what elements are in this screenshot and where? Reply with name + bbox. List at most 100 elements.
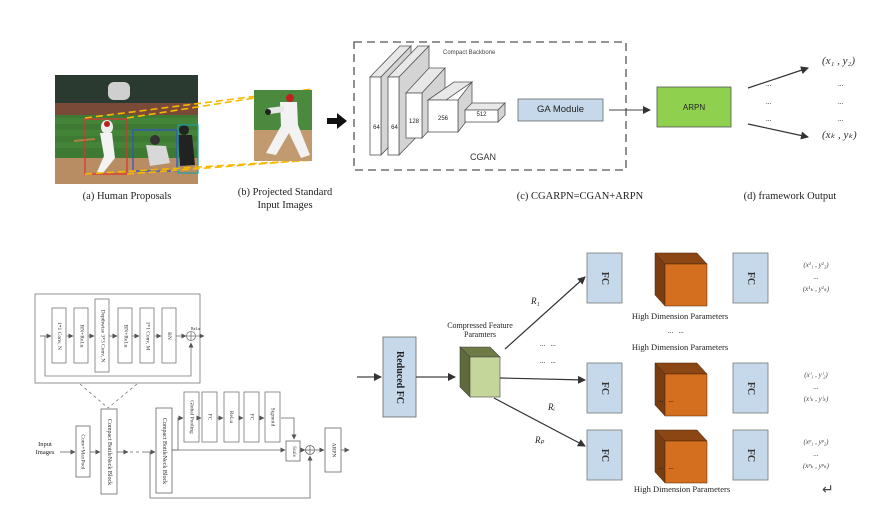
fc-box-in [586,362,623,414]
branch-output-mid: ... [813,450,819,458]
branch-arrow-1 [504,276,586,350]
compact-block-2-label-wrap: Compact BottleNeck Block [156,408,172,493]
conv-maxpool-label-wrap: Conv+MaxPool [76,426,90,477]
output-last: (xₖ , yₖ) [822,129,857,141]
se-block [243,391,260,443]
se-block-label: FC [248,413,255,421]
arpn-box [656,86,732,128]
bottleneck-block [51,307,67,364]
branch-output: (xⁱ₁ , yⁱ₂)...(xⁱₖ , yⁱₖ) [788,369,844,405]
backbone-blocks [369,45,506,156]
fc-label-out-wrap: FC [733,253,768,303]
fc-label-in-wrap: FC [587,253,622,303]
ga-module-box [517,98,604,122]
se-block-label-wrap: FC [244,392,259,442]
branch-arrow-i [499,375,586,384]
ellipsis-pair-2: ... ... [540,357,556,365]
branch-output-first: (xᵖ₁ , yᵖ₂) [803,438,829,446]
scale-label-wrap: Scale [286,441,300,461]
compressed-feature-label: Compressed Feature Paramters [430,321,530,339]
scale-label: Scale [290,445,296,457]
branch-output-mid: ... [813,273,819,281]
compressed-feature-cube [459,346,501,398]
se-block-label: Sigmoid [269,407,276,427]
bottleneck-block [73,307,89,364]
human-proposals-image [55,75,199,184]
fc-label-in: FC [599,381,610,395]
fc-box-out [732,429,769,481]
arpn-small-label: ARPN [329,442,336,458]
fc-label-out: FC [745,271,756,285]
fc-box-in [586,429,623,481]
branch-row [586,362,769,417]
compact-backbone-label: Compact Backbone [443,50,496,56]
branch-output: (xᵖ₁ , yᵖ₂)... (xᵖₖ , yᵖₖ) [788,436,844,472]
caption-a: (a) Human Proposals [82,191,172,202]
layer-label-4: 256 [437,116,448,122]
bottleneck-block [139,307,155,364]
high-dim-label-1: High Dimension Parameters [631,311,729,321]
pipeline [60,407,350,499]
ellipsis-pair-1: ... ... [540,340,556,348]
caption-b: (b) Projected Standard Input Images [230,186,340,212]
branch-label-1: R₁ [531,296,540,306]
fc-label-in-wrap: FC [587,430,622,480]
branch-label-p: Rₚ [535,435,545,445]
conv-maxpool-label: Conv+MaxPool [80,433,87,470]
branch-row [586,252,769,307]
bottleneck-block-label-wrap: BN+ReLu [74,308,88,363]
high-dim-cube [664,263,708,307]
fc-box-in [586,252,623,304]
fc-label-out: FC [745,381,756,395]
compact-block-1-label-wrap: Compact BottleNeck Block [101,409,117,494]
branch-label-i: Rᵢ [548,402,555,412]
high-dim-cube [664,373,708,417]
cube-ellipsis: ... ... [658,396,674,404]
dashed-connector-left [79,383,109,409]
fc-label-in-wrap: FC [587,363,622,413]
bottleneck-block [161,307,177,364]
bottleneck-block-label: BN+ReLu [78,324,84,347]
branch-output-first: (x¹₁ , y¹₂) [803,261,829,269]
bottleneck-block-label-wrap: 1*1 Conv, N [52,308,66,363]
reduced-fc-text-wrap: Reduced FC [383,337,416,417]
output-arrow-top [747,66,809,89]
fc-label-in: FC [599,448,610,462]
bottleneck-block-label: 1*1 Conv, M [144,321,151,350]
relu-label: ReLu [191,326,200,331]
se-block-label: Global Pooling [188,400,195,434]
se-blocks [183,391,281,443]
high-dim-label-2: High Dimension Parameters [631,342,729,352]
branch-row [586,429,769,484]
high-dim-cube [664,440,708,484]
fc-label-in: FC [599,271,610,285]
branch-output-last: (xᵖₖ , yᵖₖ) [802,462,830,470]
compressed-label-line2: Paramters [464,330,496,339]
branch-output-last: (x¹ₖ , y¹ₖ) [802,285,830,293]
se-block-label: FC [206,413,213,421]
layer-label-5: 512 [476,112,487,118]
ellipsis-3: ... [766,115,772,123]
se-block-label-wrap: Sigmoid [265,392,280,442]
se-block [264,391,281,443]
input-label-line1: Input [38,441,52,448]
bottleneck-block-label-wrap: Depthwise 3*3 Conv, N [95,299,109,372]
layer-label-2: 64 [391,125,398,131]
compact-block-1-label: Compact BottleNeck Block [106,418,113,485]
fc-box-out [732,252,769,304]
arrow-to-cgan-icon [327,113,347,129]
arpn-label: ARPN [682,103,706,112]
caption-b-line2: Input Images [257,200,313,211]
ellipsis-4: ... [838,80,844,88]
cube-ellipsis: ... ... [658,463,674,471]
ellipsis-2: ... [766,98,772,106]
bottleneck-block-label-wrap: 1*1 Conv, M [140,308,154,363]
ellipsis-5: ... [838,98,844,106]
compact-block-2-label: Compact BottleNeck Block [161,417,168,484]
ellipsis-1: ... [766,80,772,88]
bottleneck-block [117,307,133,364]
bottleneck-blocks [40,298,205,373]
fc-label-out-wrap: FC [733,363,768,413]
branch-arrow-p [493,397,586,447]
